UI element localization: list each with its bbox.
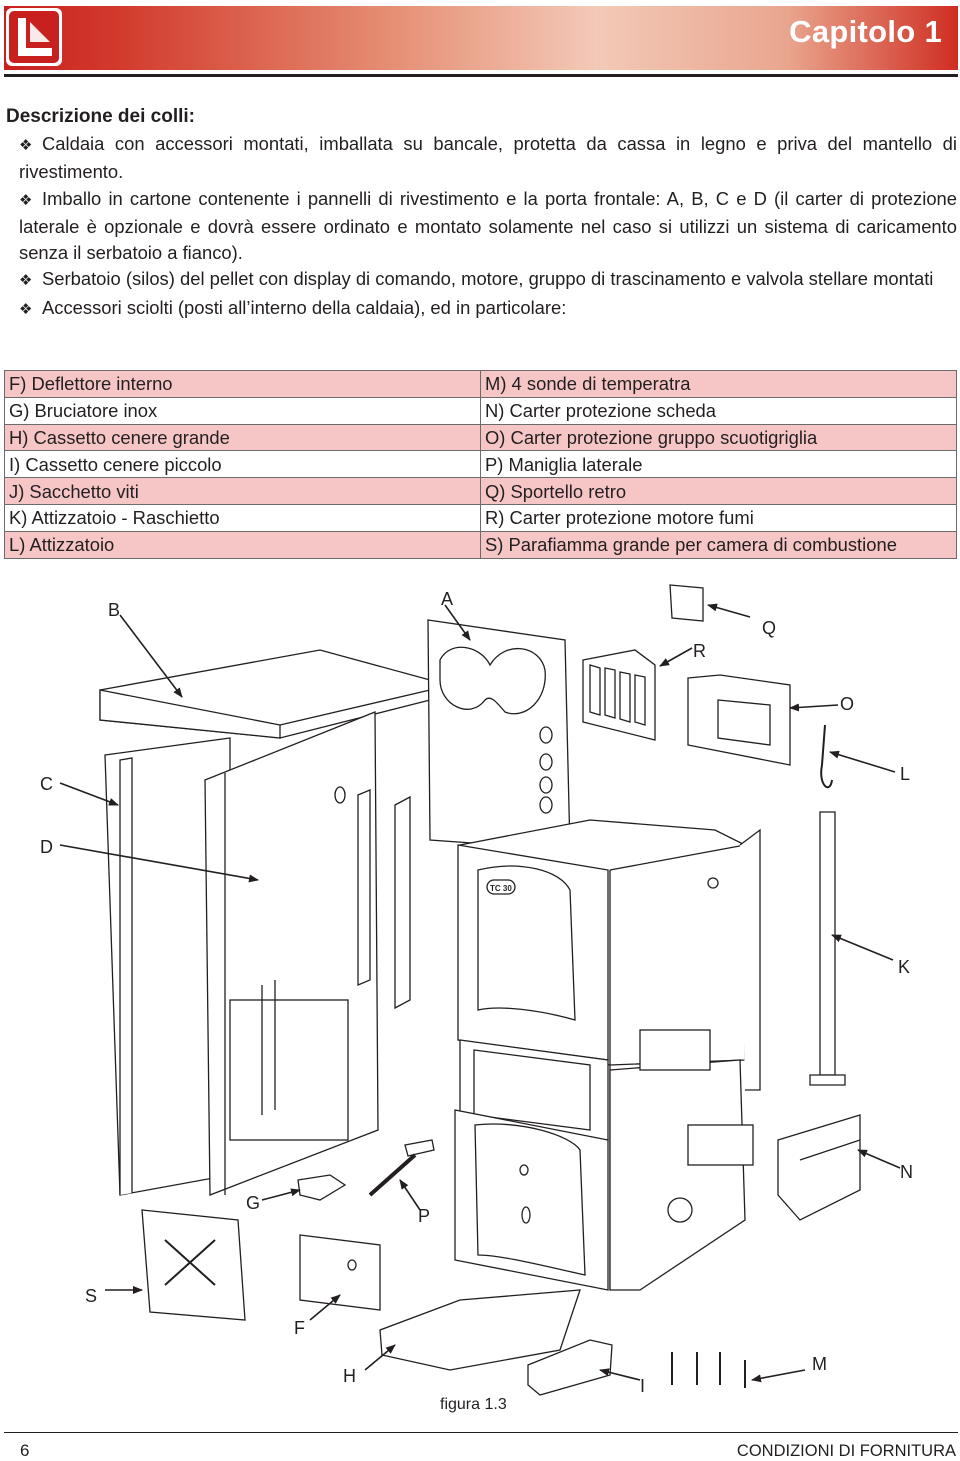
side-handle-p-part — [368, 1139, 435, 1197]
arrow-m — [751, 1369, 806, 1383]
diamond-bullet-icon: ❖ — [19, 137, 33, 154]
chapter-header-bar — [4, 6, 958, 70]
label-n: N — [900, 1162, 913, 1182]
label-r: R — [693, 641, 706, 661]
label-o: O — [840, 694, 854, 714]
arrow-k — [831, 934, 894, 961]
table-cell: G) Bruciatore inox — [4, 396, 481, 425]
accessories-table: F) Deflettore interno M) 4 sonde di temp… — [4, 370, 957, 559]
table-cell: L) Attizzatoio — [4, 530, 481, 559]
footer-title: CONDIZIONI DI FORNITURA — [736, 1442, 956, 1460]
arrow-d — [59, 844, 259, 883]
scraper-k-part — [809, 811, 846, 1086]
arrow-l — [829, 750, 896, 773]
table-row: G) Bruciatore inox N) Carter protezione … — [4, 396, 957, 425]
grate-guard-o-part — [687, 674, 791, 766]
exploded-boiler-diagram: TC 30 B A Q R O L C D K N G P S F H I M — [40, 584, 913, 1396]
label-s: S — [85, 1286, 97, 1306]
poker-l-part — [820, 724, 833, 789]
label-i: I — [640, 1376, 645, 1396]
label-q: Q — [762, 618, 776, 638]
label-m: M — [812, 1354, 827, 1374]
table-row: F) Deflettore interno M) 4 sonde di temp… — [4, 370, 957, 398]
ash-drawer-small-i-part — [527, 1339, 613, 1396]
top-cover-part — [99, 649, 431, 739]
table-cell: O) Carter protezione gruppo scuotigrigli… — [480, 423, 957, 452]
bullet-item: ❖ Accessori sciolti (posti all’interno de… — [19, 295, 957, 323]
arrow-q — [707, 603, 751, 618]
arrow-f — [309, 1294, 341, 1321]
figure-caption: figura 1.3 — [440, 1396, 507, 1413]
rear-door-q-part — [669, 584, 704, 622]
table-row: J) Sacchetto viti Q) Sportello retro — [4, 477, 957, 505]
flame-guard-s-part — [141, 1209, 246, 1321]
bullet-text: Imballo in cartone contenente i pannelli… — [19, 187, 957, 264]
arrow-o — [789, 703, 839, 712]
arrow-b — [119, 614, 183, 698]
bullet-item: ❖Caldaia con accessori montati, imballat… — [19, 131, 957, 186]
label-f: F — [294, 1318, 305, 1338]
boiler-body-part — [454, 819, 761, 1291]
door-badge: TC 30 — [490, 884, 512, 893]
table-row: H) Cassetto cenere grande O) Carter prot… — [4, 423, 957, 452]
burner-g-part — [297, 1174, 347, 1201]
label-b: B — [108, 600, 120, 620]
side-panel-c-part — [104, 737, 231, 1196]
label-a: A — [441, 589, 453, 609]
table-cell: F) Deflettore interno — [4, 370, 481, 398]
back-panel-a-part — [427, 619, 571, 851]
table-cell: I) Cassetto cenere piccolo — [4, 450, 481, 479]
arrow-n — [857, 1149, 901, 1169]
bullet-text: Accessori sciolti (posti all’interno del… — [42, 296, 567, 318]
bullet-item: ❖Imballo in cartone contenente i pannell… — [19, 186, 957, 267]
table-row: L) Attizzatoio S) Parafiamma grande per … — [4, 530, 957, 559]
temperature-probes-m-part — [671, 1352, 746, 1388]
label-p: P — [418, 1206, 430, 1226]
arrow-r — [659, 647, 693, 667]
arrow-p — [399, 1179, 421, 1211]
section-title: Descrizione dei colli: — [6, 106, 195, 127]
deflector-f-part — [299, 1234, 381, 1311]
arrow-g — [261, 1188, 301, 1201]
arrow-h — [364, 1344, 396, 1371]
header-divider — [4, 74, 958, 77]
page-number: 6 — [20, 1441, 30, 1460]
table-row: I) Cassetto cenere piccolo P) Maniglia l… — [4, 450, 957, 479]
table-cell: M) 4 sonde di temperatra — [480, 370, 957, 398]
diamond-bullet-icon: ❖ — [19, 191, 33, 209]
brand-logo — [6, 8, 62, 66]
arrow-i — [599, 1368, 641, 1381]
bullet-item: ❖ Serbatoio (silos) del pellet con displa… — [19, 266, 957, 294]
label-l: L — [900, 764, 910, 784]
arrow-c — [59, 782, 119, 806]
board-guard-n-part — [777, 1114, 861, 1221]
chapter-title: Capitolo 1 — [789, 14, 942, 49]
label-g: G — [246, 1193, 260, 1213]
label-d: D — [40, 837, 53, 857]
bullet-text: Caldaia con accessori montati, imballata… — [19, 133, 957, 183]
diamond-bullet-icon: ❖ — [19, 272, 33, 290]
table-row: K) Attizzatoio - Raschietto R) Carter pr… — [4, 503, 957, 532]
table-cell: K) Attizzatoio - Raschietto — [4, 503, 481, 532]
table-cell: P) Maniglia laterale — [480, 450, 957, 479]
arrow-a — [444, 604, 471, 641]
table-cell: Q) Sportello retro — [480, 477, 957, 505]
table-cell: N) Carter protezione scheda — [480, 396, 957, 425]
motor-guard-r-part — [582, 649, 656, 741]
table-cell: H) Cassetto cenere grande — [4, 423, 481, 452]
label-k: K — [898, 957, 910, 977]
package-description: ❖Caldaia con accessori montati, imballat… — [19, 131, 957, 323]
side-panel-d-part — [204, 711, 411, 1196]
label-h: H — [343, 1366, 356, 1386]
table-cell: J) Sacchetto viti — [4, 477, 481, 505]
bullet-text: Serbatoio (silos) del pellet con display… — [42, 268, 934, 290]
table-cell: R) Carter protezione motore fumi — [480, 503, 957, 532]
table-cell: S) Parafiamma grande per camera di combu… — [480, 530, 957, 559]
footer-divider — [4, 1432, 958, 1433]
label-c: C — [40, 774, 53, 794]
diamond-bullet-icon: ❖ — [19, 300, 33, 318]
